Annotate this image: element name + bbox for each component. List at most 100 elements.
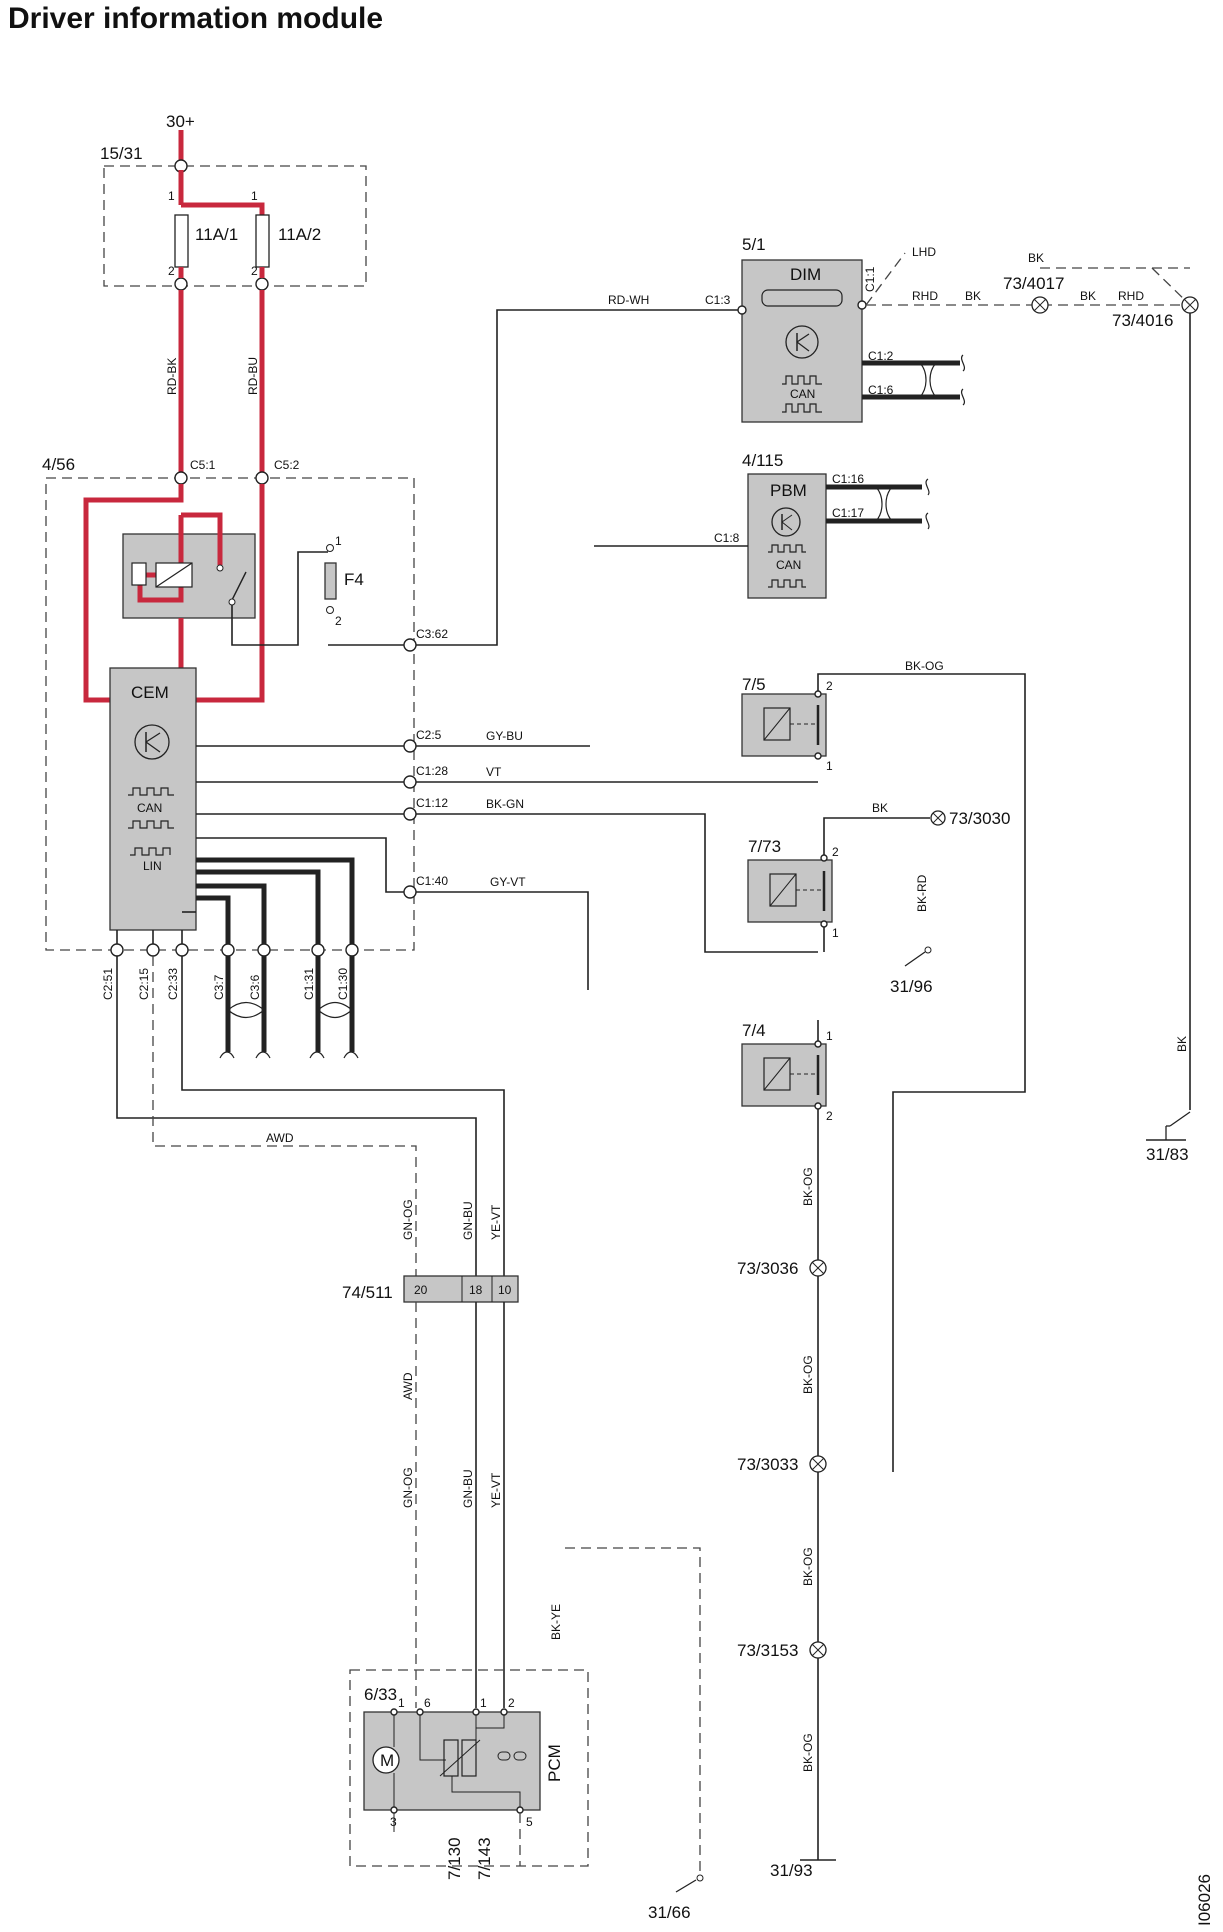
svg-text:C2:5: C2:5	[416, 728, 442, 742]
svg-text:LHD: LHD	[912, 245, 936, 259]
cem-box	[109, 667, 197, 931]
ground-31-83: 31/83	[1146, 1111, 1191, 1164]
svg-text:6/33: 6/33	[364, 1685, 397, 1704]
cem-id: 4/56	[42, 455, 75, 474]
svg-text:C1:40: C1:40	[416, 874, 448, 888]
svg-text:C1:30: C1:30	[336, 968, 350, 1000]
ground-73-3030: 73/3030	[930, 809, 1010, 828]
svg-text:GN-OG: GN-OG	[401, 1199, 415, 1240]
svg-text:BK-OG: BK-OG	[801, 1355, 815, 1394]
svg-text:2: 2	[826, 679, 833, 693]
svg-text:BK-RD: BK-RD	[915, 874, 929, 912]
svg-text:C1:2: C1:2	[868, 349, 894, 363]
page-title: Driver information module	[8, 2, 384, 35]
svg-text:1: 1	[168, 189, 175, 203]
svg-text:5: 5	[526, 1815, 533, 1829]
svg-text:BK: BK	[1080, 289, 1096, 303]
svg-text:YE-VT: YE-VT	[489, 1472, 503, 1508]
svg-text:M: M	[380, 1751, 394, 1770]
splice-73-3033: 73/3033	[737, 1455, 827, 1474]
pbm-module-4-115: 4/115 PBM CAN C1:16 C1:17 C1:8	[594, 451, 930, 599]
svg-text:1: 1	[826, 1029, 833, 1043]
svg-text:73/3030: 73/3030	[949, 809, 1010, 828]
svg-text:73/3036: 73/3036	[737, 1259, 798, 1278]
svg-text:2: 2	[508, 1696, 515, 1710]
svg-text:VT: VT	[486, 765, 502, 779]
fuse-11a2	[255, 214, 270, 268]
svg-text:31/96: 31/96	[890, 977, 933, 996]
fuse-label-1: 11A/1	[195, 225, 238, 244]
sensor-icon-2	[461, 1739, 477, 1777]
splice-73-3036: 73/3036	[737, 1259, 827, 1278]
pbm-name: PBM	[770, 481, 807, 500]
dim-name: DIM	[790, 265, 821, 284]
svg-text:18: 18	[469, 1283, 483, 1297]
svg-text:BK: BK	[965, 289, 981, 303]
svg-text:73/3153: 73/3153	[737, 1641, 798, 1660]
svg-text:CAN: CAN	[137, 801, 162, 815]
svg-text:GY-BU: GY-BU	[486, 729, 523, 743]
ground-31-66: 31/66	[648, 1874, 704, 1922]
svg-text:BK-OG: BK-OG	[905, 659, 944, 673]
svg-text:2: 2	[335, 614, 342, 628]
pcm-outline	[349, 1669, 589, 1867]
svg-text:C1:3: C1:3	[705, 293, 731, 307]
svg-text:C1:1: C1:1	[863, 266, 877, 292]
cem-module-4-56: 4/56 C5:1 C5:2 1 F4 2 CEM CAN	[42, 455, 448, 1000]
svg-text:C3:6: C3:6	[248, 974, 262, 1000]
svg-text:C1:28: C1:28	[416, 764, 448, 778]
svg-text:BK-OG: BK-OG	[801, 1547, 815, 1586]
svg-text:AWD: AWD	[401, 1372, 415, 1400]
svg-text:73/3033: 73/3033	[737, 1455, 798, 1474]
svg-text:BK-GN: BK-GN	[486, 797, 524, 811]
ground-31-96: 31/96	[890, 946, 933, 996]
svg-text:7/5: 7/5	[742, 675, 766, 694]
svg-text:2: 2	[168, 264, 175, 278]
svg-text:BK: BK	[1028, 251, 1044, 265]
splice-73-3153: 73/3153	[737, 1641, 827, 1660]
svg-text:C5:2: C5:2	[274, 458, 300, 472]
svg-text:BK: BK	[872, 801, 888, 815]
svg-text:GN-BU: GN-BU	[461, 1469, 475, 1508]
svg-text:C5:1: C5:1	[190, 458, 216, 472]
connector-74-511: 74/511 20 18 10	[342, 1275, 519, 1303]
svg-text:C3:7: C3:7	[212, 974, 226, 1000]
switch-7-5: 7/5 2 1	[741, 675, 833, 773]
svg-text:7/4: 7/4	[742, 1021, 766, 1040]
splice-73-4017: 73/4017	[1003, 274, 1064, 314]
svg-text:LIN: LIN	[143, 859, 162, 873]
dim-id: 5/1	[742, 235, 766, 254]
svg-text:31/83: 31/83	[1146, 1145, 1189, 1164]
svg-text:RHD: RHD	[912, 289, 938, 303]
cem-name: CEM	[131, 683, 169, 702]
switch-7-73: 7/73 2 1	[747, 837, 839, 940]
svg-text:6: 6	[424, 1696, 431, 1710]
svg-text:RD-BU: RD-BU	[246, 357, 260, 395]
pcm-module-6-33: 6/33 1 6 1 2 3 5 M PCM 7/130 7/143	[349, 1669, 589, 1880]
lin-signal-icon	[130, 847, 171, 856]
svg-text:74/511: 74/511	[342, 1283, 393, 1302]
fuse-box: 30+ 15/31 1 1 2 2 11A/1 11A/2	[100, 112, 367, 291]
svg-text:2: 2	[832, 845, 839, 859]
svg-text:73/4016: 73/4016	[1112, 311, 1173, 330]
svg-text:BK-OG: BK-OG	[801, 1733, 815, 1772]
supply-label: 30+	[166, 112, 195, 131]
svg-text:BK-OG: BK-OG	[801, 1167, 815, 1206]
svg-text:BK: BK	[1175, 1036, 1189, 1052]
transistor-icon	[134, 724, 170, 760]
svg-text:7/73: 7/73	[748, 837, 781, 856]
dim-transistor-icon	[785, 325, 819, 359]
svg-text:YE-VT: YE-VT	[489, 1204, 503, 1240]
svg-text:C2:51: C2:51	[101, 968, 115, 1000]
svg-text:BK-YE: BK-YE	[549, 1604, 563, 1640]
svg-text:RD-WH: RD-WH	[608, 293, 649, 307]
svg-text:RHD: RHD	[1118, 289, 1144, 303]
pbm-id: 4/115	[742, 451, 783, 470]
svg-text:10: 10	[498, 1283, 512, 1297]
pbm-transistor-icon	[771, 507, 801, 537]
fuse-11a1	[174, 214, 189, 268]
svg-text:2: 2	[251, 264, 258, 278]
svg-text:7/143: 7/143	[475, 1837, 494, 1880]
fuse-box-id: 15/31	[100, 144, 143, 163]
svg-text:C1:31: C1:31	[302, 968, 316, 1000]
